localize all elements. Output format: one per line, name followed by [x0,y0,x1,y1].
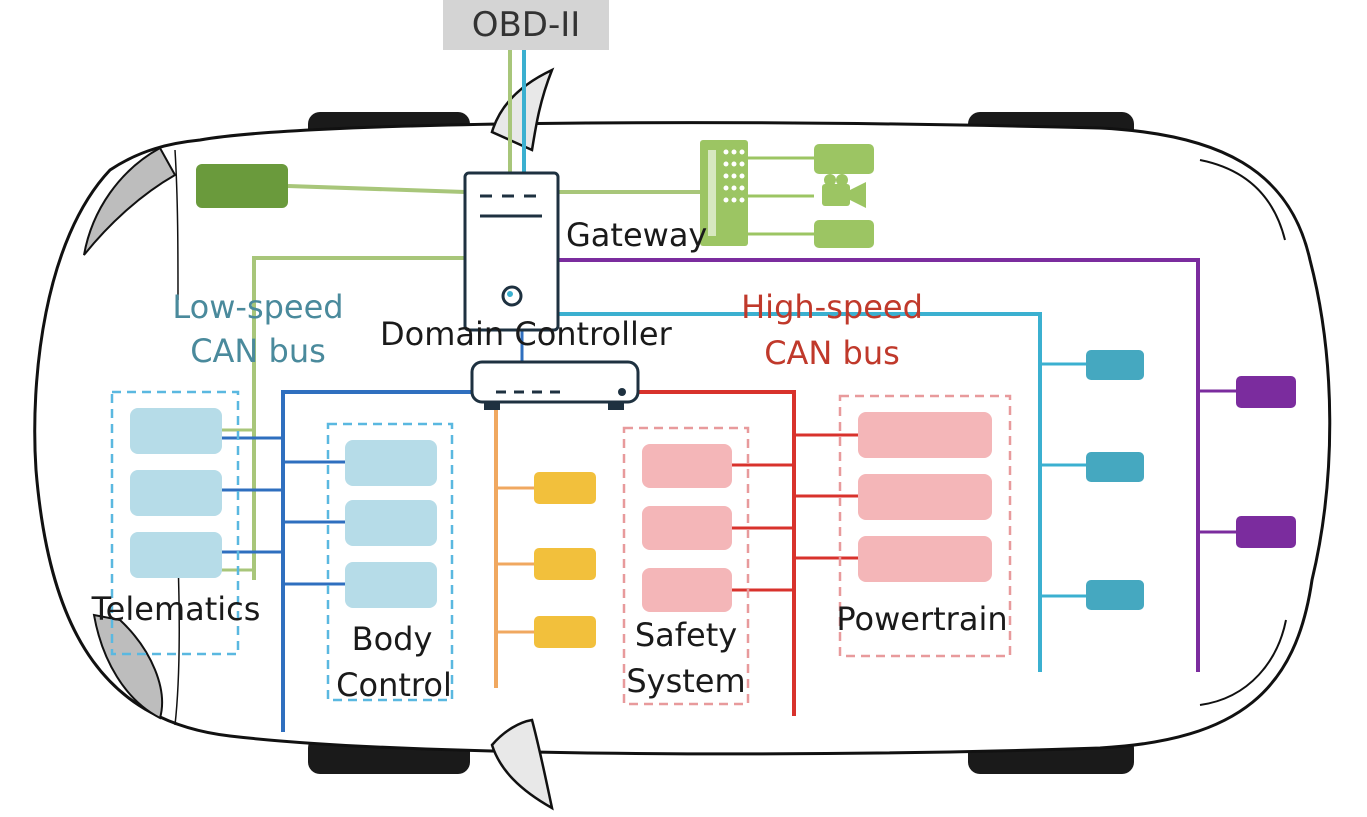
module-safety-3 [642,568,732,612]
module-safety-2 [642,506,732,550]
bus-lines [220,50,1236,732]
module-yellow-1 [534,472,596,504]
module-body-3 [345,562,437,608]
module-body-1 [345,440,437,486]
router-icon [470,360,640,410]
green-link-left [287,184,466,194]
body-control-label-2: Control [336,666,452,704]
low-speed-label-1: Low-speed [172,288,343,326]
module-telematics-2 [130,470,222,516]
module-purple-1 [1236,376,1296,408]
text-labels: Gateway Domain Controller Low-speed CAN … [91,216,1008,704]
blue-bus [281,390,475,732]
safety-system-label-2: System [626,662,745,700]
module-dark-green [196,164,288,208]
rear-detail-top [1199,159,1286,241]
module-teal-3 [1086,580,1144,610]
high-speed-label-2: CAN bus [764,334,900,372]
camera-icon [822,174,866,208]
mirror-bottom [490,718,554,811]
module-powertrain-3 [858,536,992,582]
safety-system-label-1: Safety [635,616,737,654]
group-body-control [326,422,454,702]
front-bumper-line [174,149,179,301]
domain-controller-label: Domain Controller [380,315,673,353]
module-yellow-2 [534,548,596,580]
rear-detail-bottom [1199,619,1287,706]
low-speed-label-2: CAN bus [190,332,326,370]
low-speed-bus-green [252,256,465,580]
obd-connector: OBD-II [443,0,609,50]
gateway-label: Gateway [566,216,707,254]
module-telematics-1 [130,408,222,454]
obd-label: OBD-II [472,5,581,45]
module-green-3 [814,220,874,248]
server-icon [463,171,560,332]
group-safety-system [622,426,750,706]
module-powertrain-2 [858,474,992,520]
headlight-left [83,146,177,256]
high-speed-label-1: High-speed [741,288,923,326]
powertrain-label: Powertrain [836,600,1007,638]
purple-bus [558,258,1200,672]
cyan-bus [558,312,1042,672]
telematics-label: Telematics [91,590,261,628]
group-boxes [110,390,1012,706]
modules [130,144,1296,648]
module-teal-2 [1086,452,1144,482]
body-control-label-1: Body [352,620,433,658]
module-green-1 [814,144,874,174]
module-powertrain-1 [858,412,992,458]
module-teal-1 [1086,350,1144,380]
module-telematics-3 [130,532,222,578]
group-telematics [110,390,240,656]
red-bus [638,390,796,716]
module-body-2 [345,500,437,546]
group-powertrain [838,394,1012,658]
keypad-icon [700,140,748,246]
module-yellow-3 [534,616,596,648]
obd-box [443,0,609,50]
module-safety-1 [642,444,732,488]
module-purple-2 [1236,516,1296,548]
front-bumper-line-bottom [174,559,180,726]
